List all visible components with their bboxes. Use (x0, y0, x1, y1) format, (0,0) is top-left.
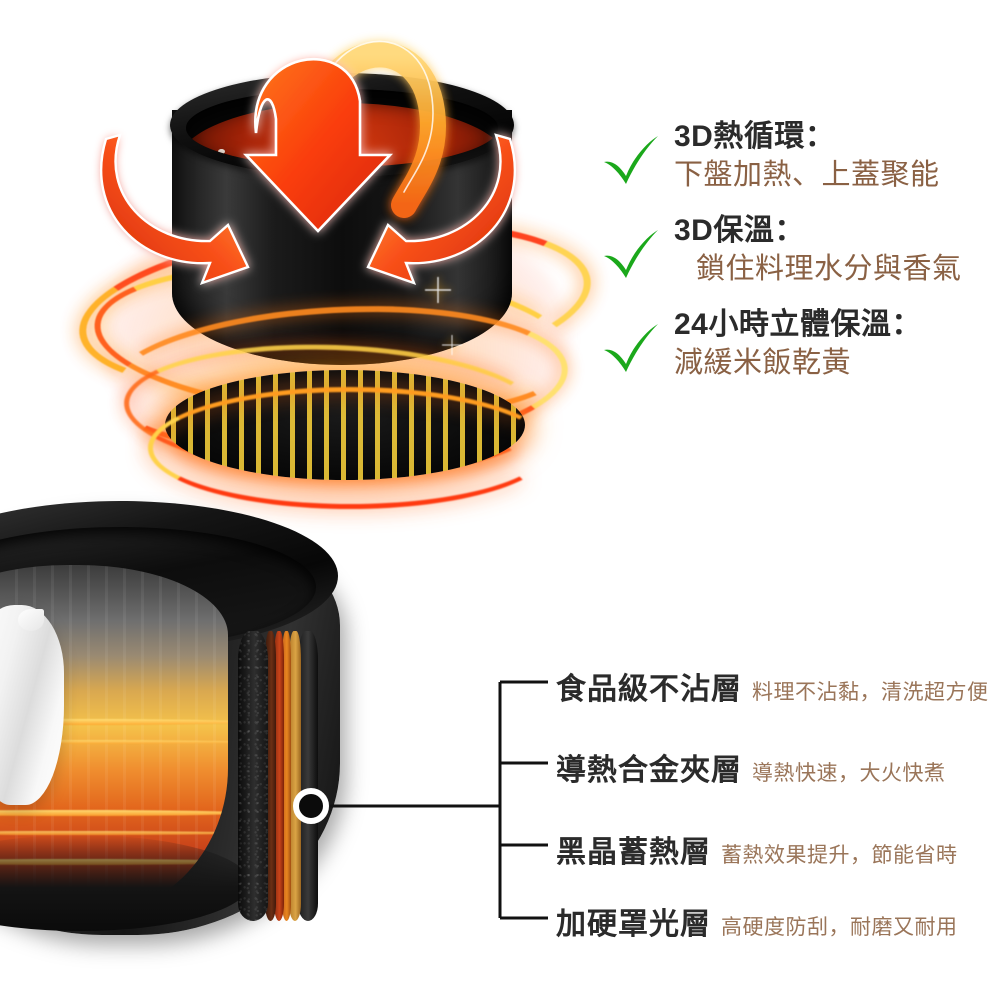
wall-layer-dark-brown (265, 631, 276, 921)
layer-label-row: 食品級不沾層 料理不沾黏，清洗超方便 (556, 664, 989, 708)
feature-subtitle: 鎖住料理水分與香氣 (696, 253, 962, 285)
feature-item: 3D熱循環： 下盤加熱、上蓋聚能 (600, 118, 1000, 212)
layer-description: 料理不沾黏，清洗超方便 (752, 681, 989, 704)
layer-label-row: 加硬罩光層 高硬度防刮，耐磨又耐用 (556, 899, 958, 943)
rice-grain (0, 605, 64, 805)
feature-text: 3D熱循環： 下盤加熱、上蓋聚能 (674, 118, 994, 194)
wall-layer-inner-black (298, 631, 318, 921)
bottom-section: 食品級不沾層 料理不沾黏，清洗超方便 導熱合金夾層 導熱快速，大火快煮 黑晶蓄熱… (0, 500, 1000, 1000)
wall-texture (238, 631, 268, 921)
green-check-icon (604, 136, 658, 184)
3d-heat-circulation-rice-cooker-illustration (60, 15, 600, 509)
feature-title: 3D保溫： (674, 214, 805, 247)
feature-title: 3D熱循環： (674, 120, 836, 153)
green-check-icon (604, 230, 658, 278)
layer-description: 高硬度防刮，耐磨又耐用 (721, 916, 958, 939)
heat-ring-icon (148, 387, 552, 509)
wall-layer-outer-black (238, 631, 268, 921)
layer-description: 蓄熱效果提升，節能省時 (721, 844, 958, 867)
layer-callout-dot (293, 788, 329, 824)
feature-item: 24小時立體保溫： 減緩米飯乾黃 (600, 306, 1000, 400)
feature-text: 24小時立體保溫： 減緩米飯乾黃 (674, 306, 994, 382)
wall-layer-red (274, 631, 284, 921)
sparkle-icon (425, 277, 451, 303)
layer-name: 黑晶蓄熱層 (556, 836, 711, 869)
layer-label-row: 黑晶蓄熱層 蓄熱效果提升，節能省時 (556, 827, 958, 871)
heat-flow-arrows (100, 40, 516, 285)
pot-wall-cutaway-illustration (0, 501, 360, 965)
sparkle-icon (442, 335, 462, 355)
layer-description: 導熱快速，大火快煮 (752, 762, 946, 785)
wall-layer-orange (282, 631, 291, 921)
feature-bullet-list: 3D熱循環： 下盤加熱、上蓋聚能 3D保溫： 鎖住料理水分與香氣 24小 (600, 118, 1000, 400)
green-check-icon (604, 324, 658, 372)
feature-item: 3D保溫： 鎖住料理水分與香氣 (600, 212, 1000, 306)
feature-subtitle: 下盤加熱、上蓋聚能 (674, 159, 940, 191)
feature-subtitle: 減緩米飯乾黃 (674, 347, 852, 379)
wall-layer-stack (238, 631, 318, 921)
layer-name: 食品級不沾層 (556, 673, 742, 706)
layer-label-row: 導熱合金夾層 導熱快速，大火快煮 (556, 745, 946, 789)
layer-name: 加硬罩光層 (556, 908, 711, 941)
wall-layer-gold (289, 631, 301, 921)
feature-title: 24小時立體保溫： (674, 308, 922, 341)
top-section: 3D熱循環： 下盤加熱、上蓋聚能 3D保溫： 鎖住料理水分與香氣 24小 (60, 15, 1000, 509)
layer-name: 導熱合金夾層 (556, 754, 742, 787)
feature-text: 3D保溫： 鎖住料理水分與香氣 (674, 212, 994, 288)
